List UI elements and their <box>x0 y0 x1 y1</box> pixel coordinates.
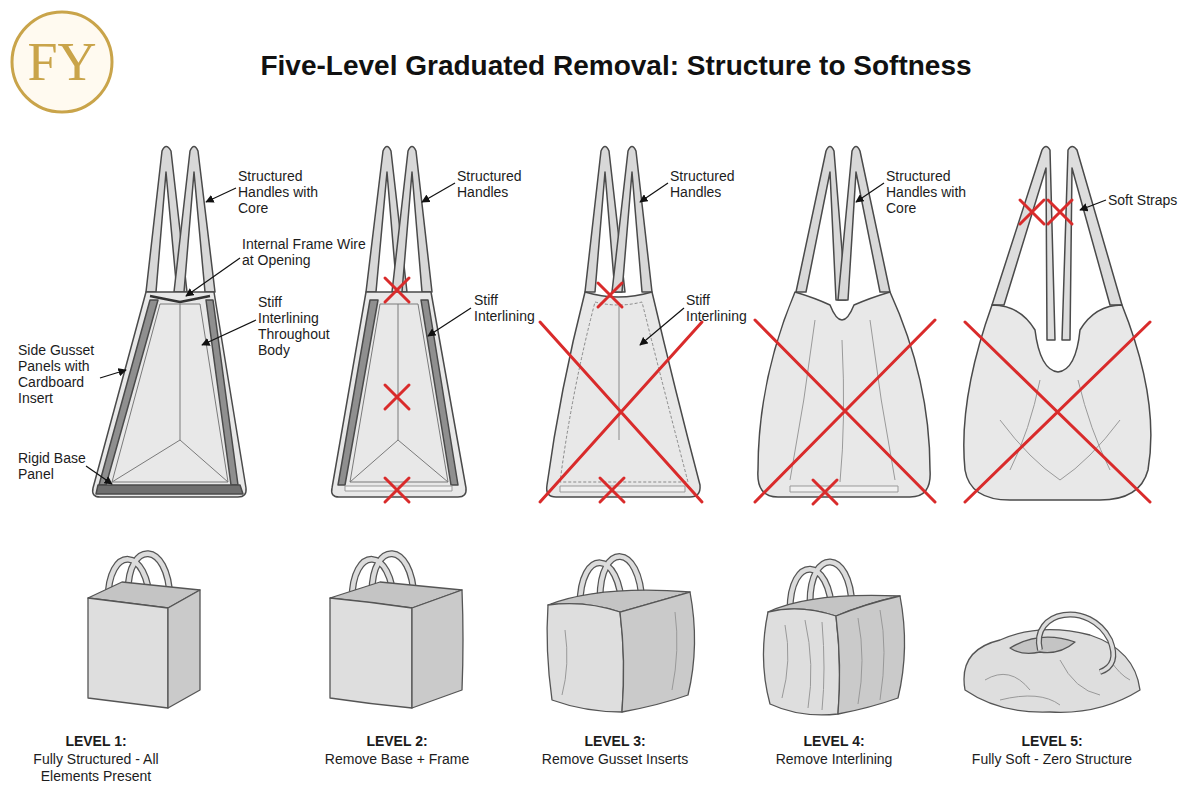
wrinkle <box>782 610 884 710</box>
removal-x <box>385 278 409 302</box>
callout-label: Structured Handles <box>457 168 537 200</box>
gusset-insert <box>421 300 458 485</box>
callout-label: Stiff Interlining <box>474 292 554 324</box>
level-heading: LEVEL 1: <box>11 733 181 750</box>
level-heading: LEVEL 3: <box>515 733 715 750</box>
bag-body <box>332 292 466 497</box>
callout-label: Soft Straps <box>1108 192 1193 208</box>
handle <box>1039 615 1113 672</box>
wrinkle <box>790 320 895 482</box>
removal-x-large <box>755 320 935 502</box>
bag-side <box>836 596 905 714</box>
bag-body <box>547 292 700 497</box>
level-heading: LEVEL 5: <box>952 733 1152 750</box>
interlining <box>112 304 228 482</box>
bag-front <box>88 598 168 708</box>
bag-front <box>547 604 624 712</box>
removal-x <box>1020 200 1044 224</box>
leader-line <box>640 183 668 202</box>
leader-line <box>202 320 256 345</box>
leader-line <box>206 188 236 202</box>
wrinkle <box>562 612 677 695</box>
bag-renderings <box>88 554 1140 715</box>
bag-side <box>620 592 695 712</box>
leader-line <box>100 370 126 378</box>
bag-body <box>758 292 930 497</box>
level-heading: LEVEL 2: <box>297 733 497 750</box>
handle <box>174 147 215 293</box>
interlining <box>560 302 688 482</box>
leader-line <box>86 466 112 484</box>
gusset-insert <box>338 300 378 485</box>
interlining-seam <box>350 304 448 482</box>
bag-front <box>330 598 412 708</box>
technical-drawings <box>93 147 1151 501</box>
removed-base <box>560 486 685 492</box>
removal-x <box>600 478 624 502</box>
bag-front <box>763 609 839 715</box>
leader-line <box>1080 200 1106 210</box>
bag-opening <box>1010 637 1075 653</box>
bag-body <box>964 305 1151 500</box>
interlining-seam <box>112 304 228 482</box>
leader-line <box>428 308 471 336</box>
logo-monogram: FY <box>10 10 114 114</box>
callout-label: Structured Handles with Core <box>886 168 986 216</box>
removal-x <box>598 283 622 307</box>
bag-body <box>93 292 246 497</box>
bag-side <box>412 590 463 708</box>
level-description: Remove Interlining <box>734 751 934 768</box>
level-description: Fully Soft - Zero Structure <box>952 751 1152 768</box>
callout-label: Rigid Base Panel <box>18 450 93 482</box>
leader-line <box>186 258 240 296</box>
leader-lines <box>86 183 1106 484</box>
removal-x-large <box>540 322 702 502</box>
level-description: Remove Gusset Inserts <box>515 751 715 768</box>
level-description: Fully Structured - All Elements Present <box>11 751 181 785</box>
bag-side <box>168 590 200 708</box>
removal-x <box>385 385 409 409</box>
callout-label: Stiff Interlining <box>686 292 766 324</box>
leader-line <box>856 183 884 202</box>
interlining-seam <box>619 306 620 440</box>
callout-label: Stiff Interlining Throughout Body <box>258 294 340 358</box>
handle <box>796 147 846 301</box>
leader-line <box>640 308 684 345</box>
handle <box>392 147 432 293</box>
gusset-insert <box>99 300 158 485</box>
removal-x <box>1048 200 1072 224</box>
removal-x <box>813 480 837 504</box>
removal-x <box>385 478 409 502</box>
leader-line <box>422 183 455 202</box>
callout-label: Internal Frame Wire at Opening <box>242 236 377 268</box>
removed-base <box>790 486 898 492</box>
handle <box>838 147 890 301</box>
handle <box>612 147 652 293</box>
removal-x-large <box>965 322 1150 502</box>
level-description: Remove Base + Frame <box>297 751 497 768</box>
frame-wire <box>150 296 210 302</box>
removal-marks <box>385 200 1150 504</box>
callout-label: Side Gusset Panels with Cardboard Insert <box>18 342 106 406</box>
callout-label: Structured Handles with Core <box>238 168 338 216</box>
handle-outline <box>1039 615 1113 672</box>
callout-label: Structured Handles <box>670 168 750 200</box>
level-heading: LEVEL 4: <box>734 733 934 750</box>
diagram-title: Five-Level Graduated Removal: Structure … <box>16 50 1200 82</box>
gusset-insert <box>206 300 238 485</box>
base-panel <box>96 485 243 494</box>
wrinkle <box>1000 380 1120 480</box>
interlining <box>350 304 448 482</box>
